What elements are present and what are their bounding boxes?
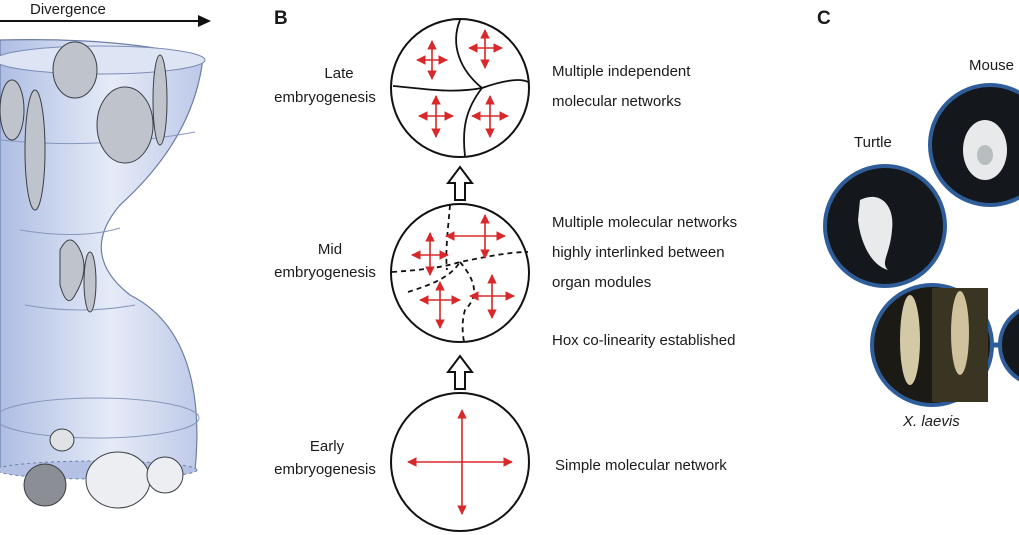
early-stage-label-line1: Early (310, 438, 345, 455)
late-desc-line1: Multiple independent (552, 63, 691, 80)
hourglass-rim (0, 45, 206, 75)
partial-embryo-node (998, 308, 1019, 382)
progression-arrow-lower (446, 354, 474, 390)
panel-c: C Mouse Turtle X. laevis (817, 8, 1019, 430)
xlaevis-embryo-node (870, 283, 994, 407)
species-label-turtle: Turtle (854, 134, 892, 151)
mid-desc-line3: organ modules (552, 274, 651, 291)
mid-network-arrows (411, 214, 515, 329)
early-network-arrows (407, 409, 513, 515)
panel-b-letter: B (274, 8, 288, 29)
mid-desc-line2: highly interlinked between (552, 244, 725, 261)
early-desc-line1: Simple molecular network (555, 457, 727, 474)
mid-stage-label-line1: Mid (318, 241, 342, 258)
late-stage-label-line1: Late (324, 65, 353, 82)
divergence-label: Divergence (30, 1, 106, 18)
hourglass-ring (24, 304, 136, 311)
hourglass-ring (0, 397, 200, 439)
hox-colinearity-label: Hox co-linearity established (552, 332, 735, 349)
divergence-arrowhead (198, 15, 211, 27)
hourglass-ring (0, 131, 196, 145)
turtle-embryo-node (823, 164, 947, 288)
hourglass-shape (0, 39, 204, 471)
late-network-circle (390, 18, 530, 158)
mid-stage-label-line2: embryogenesis (274, 264, 376, 281)
late-desc-line2: molecular networks (552, 93, 681, 110)
panel-a: Divergence (0, 1, 211, 509)
early-stage-label-line2: embryogenesis (274, 461, 376, 478)
late-stage-label-line2: embryogenesis (274, 89, 376, 106)
progression-arrow-upper (446, 165, 474, 201)
mouse-embryo-node (928, 83, 1019, 207)
hourglass-ring (19, 227, 121, 236)
late-network-arrows (416, 29, 509, 138)
mid-desc-line1: Multiple molecular networks (552, 214, 737, 231)
species-label-xlaevis: X. laevis (902, 413, 960, 430)
panel-c-letter: C (817, 8, 831, 29)
panel-b: B Late embryogenesis Multiple independen… (274, 8, 737, 532)
embryo-sketches (0, 41, 184, 509)
species-label-mouse: Mouse (969, 57, 1014, 74)
mid-network-circle (390, 203, 530, 343)
